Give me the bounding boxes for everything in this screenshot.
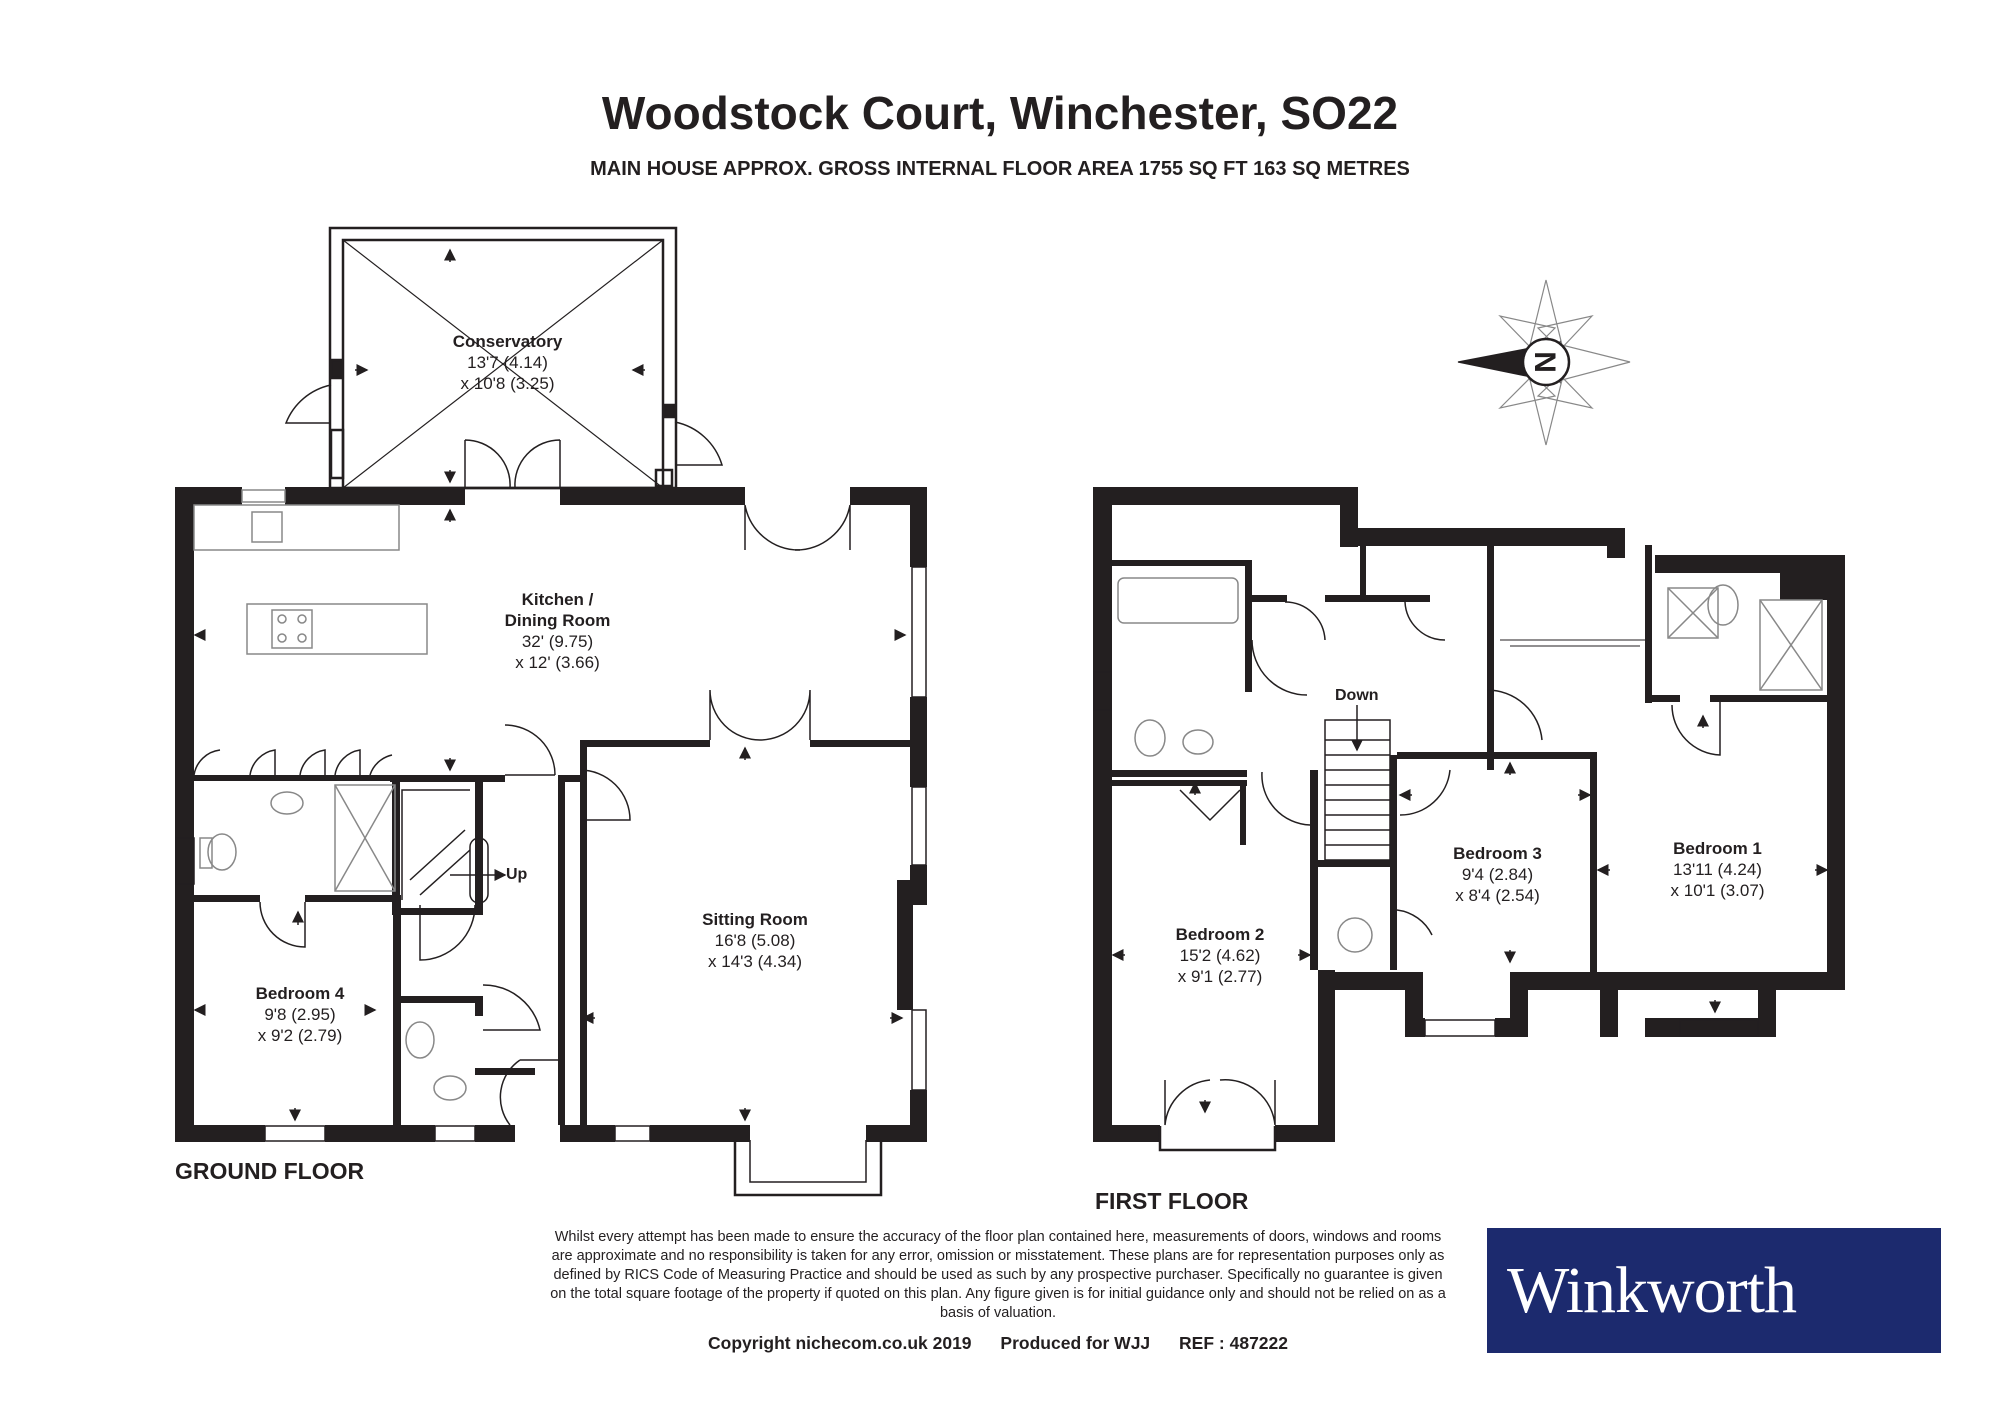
room-dimension: 32' (9.75) bbox=[521, 632, 594, 651]
disclaimer-text: Whilst every attempt has been made to en… bbox=[550, 1229, 1446, 1321]
room-dimension: 13'11 (4.24) bbox=[1673, 860, 1762, 879]
stairs-up-label: Up bbox=[506, 866, 528, 883]
room-name: Bedroom 4 bbox=[255, 984, 345, 1003]
room-dimension: 9'4 (2.84) bbox=[1461, 865, 1534, 884]
first-floor-plan bbox=[1093, 487, 1845, 1152]
ground-floor-walls bbox=[175, 487, 927, 1142]
room-name: Dining Room bbox=[504, 611, 611, 630]
room-name: Bedroom 3 bbox=[1453, 844, 1542, 863]
ff-bathroom-fixtures bbox=[1117, 577, 1823, 953]
gf-stairs bbox=[401, 789, 507, 904]
room-dimension: x 10'8 (3.25) bbox=[460, 374, 555, 393]
conservatory-outline bbox=[284, 226, 724, 490]
room-bedroom-1: Bedroom 1 13'11 (4.24) x 10'1 (3.07) bbox=[1635, 838, 1800, 901]
ground-floor-plan bbox=[175, 226, 927, 1197]
ff-windows bbox=[1093, 671, 1759, 1152]
produced-for-text: Produced for WJJ bbox=[1000, 1333, 1151, 1353]
room-dimension: x 12' (3.66) bbox=[515, 653, 600, 672]
room-bedroom-3: Bedroom 3 9'4 (2.84) x 8'4 (2.54) bbox=[1415, 843, 1580, 906]
room-dimension: x 14'3 (4.34) bbox=[708, 952, 802, 971]
room-name: Conservatory bbox=[452, 332, 563, 351]
room-bedroom-2: Bedroom 2 15'2 (4.62) x 9'1 (2.77) bbox=[1135, 924, 1305, 987]
ground-windows bbox=[175, 566, 927, 1197]
winkworth-logo: Winkworth bbox=[1487, 1228, 1941, 1353]
room-dimension: 16'8 (5.08) bbox=[714, 931, 796, 950]
copyright-line: Copyright nichecom.co.uk 2019 Produced f… bbox=[548, 1333, 1448, 1354]
room-name: Kitchen / bbox=[521, 590, 594, 609]
kitchen-fixtures bbox=[193, 489, 428, 655]
page-title: Woodstock Court, Winchester, SO22 bbox=[601, 87, 1399, 139]
room-dimension: x 10'1 (3.07) bbox=[1670, 881, 1765, 900]
room-kitchen-dining: Kitchen / Dining Room 32' (9.75) x 12' (… bbox=[470, 589, 645, 673]
compass-rose bbox=[1457, 279, 1631, 446]
room-name: Bedroom 1 bbox=[1673, 839, 1762, 858]
first-floor-walls bbox=[1093, 487, 1845, 1142]
ground-doors bbox=[193, 439, 851, 1126]
ff-stairs bbox=[1324, 705, 1391, 861]
room-name: Bedroom 2 bbox=[1175, 925, 1265, 944]
room-bedroom-4: Bedroom 4 9'8 (2.95) x 9'2 (2.79) bbox=[215, 983, 385, 1046]
copyright-text: Copyright nichecom.co.uk 2019 bbox=[708, 1333, 972, 1353]
gf-shower-room-fixtures bbox=[199, 784, 467, 1101]
ff-dimension-arrows bbox=[1111, 714, 1829, 1114]
room-name: Sitting Room bbox=[702, 910, 808, 929]
stairs-down-label: Down bbox=[1335, 687, 1379, 704]
ff-doors bbox=[1164, 601, 1721, 1126]
gf-dimension-arrows bbox=[193, 248, 907, 1122]
compass-north-letter: N bbox=[1530, 351, 1563, 373]
ground-floor-label: GROUND FLOOR bbox=[175, 1158, 365, 1184]
first-floor-label: FIRST FLOOR bbox=[1095, 1188, 1249, 1214]
room-dimension: 9'8 (2.95) bbox=[264, 1005, 336, 1024]
room-dimension: x 9'2 (2.79) bbox=[257, 1026, 343, 1045]
reference-text: REF : 487222 bbox=[1179, 1333, 1288, 1353]
room-dimension: 15'2 (4.62) bbox=[1179, 946, 1261, 965]
room-dimension: x 8'4 (2.54) bbox=[1455, 886, 1540, 905]
room-conservatory: Conservatory 13'7 (4.14) x 10'8 (3.25) bbox=[420, 331, 595, 394]
room-dimension: 13'7 (4.14) bbox=[467, 353, 548, 372]
room-sitting-room: Sitting Room 16'8 (5.08) x 14'3 (4.34) bbox=[660, 909, 850, 972]
room-dimension: x 9'1 (2.77) bbox=[1177, 967, 1263, 986]
floor-area-subtitle: MAIN HOUSE APPROX. GROSS INTERNAL FLOOR … bbox=[590, 158, 1410, 180]
